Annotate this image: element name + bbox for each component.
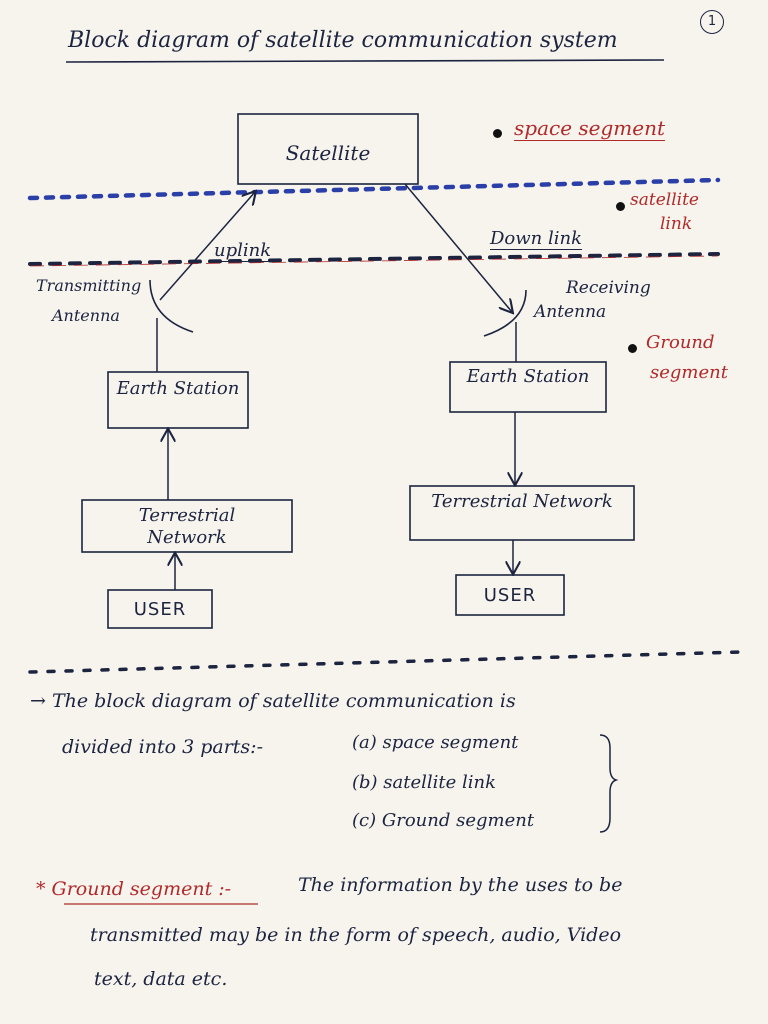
ground-text-line-2: transmitted may be in the form of speech… — [90, 924, 622, 946]
ground-text-line-1: The information by the uses to be — [298, 874, 623, 896]
earth-station-tx-box — [107, 371, 249, 429]
terrestrial-tx-label: Terrestrial Network — [138, 505, 236, 548]
part-c: (c) Ground segment — [352, 810, 535, 831]
receiving-antenna-dish — [483, 289, 527, 337]
intro-line-2: divided into 3 parts:- — [62, 736, 263, 758]
downlink-label: Down link — [490, 228, 583, 250]
ground-segment-note-line1: Ground — [646, 332, 715, 353]
title-underline — [65, 59, 665, 63]
part-a: (a) space segment — [352, 732, 519, 753]
satellite-link-boundary-line — [27, 177, 721, 201]
earth-station-tx-label: Earth Station — [116, 378, 240, 399]
satellite-link-note-line1: satellite — [630, 190, 699, 210]
section-separator-line — [28, 650, 742, 674]
satellite-link-bullet — [616, 202, 625, 211]
space-segment-note: space segment — [514, 116, 666, 141]
parts-brace — [599, 734, 619, 833]
diagram-title: Block diagram of satellite communication… — [68, 28, 618, 53]
tx-antenna-label-line1: Transmitting — [36, 276, 142, 295]
space-segment-bullet — [493, 129, 502, 138]
intro-line-1: → The block diagram of satellite communi… — [30, 690, 516, 712]
ground-segment-heading: * Ground segment :- — [36, 878, 232, 900]
earth-station-rx-box — [449, 361, 607, 413]
user-tx-box — [107, 589, 213, 629]
ground-boundary-red-line — [29, 255, 719, 267]
satellite-label: Satellite — [285, 141, 371, 165]
user-rx-label: USER — [483, 585, 537, 606]
ground-boundary-line — [28, 252, 720, 266]
tx-antenna-label-line2: Antenna — [52, 306, 120, 325]
page-number: 1 — [700, 10, 724, 34]
ground-text-line-3: text, data etc. — [94, 968, 228, 990]
rx-antenna-label-line1: Receiving — [566, 278, 651, 298]
earth-station-rx-label: Earth Station — [466, 366, 590, 387]
satellite-box — [237, 113, 419, 185]
uplink-arrow — [159, 192, 255, 301]
downlink-arrow — [404, 183, 512, 312]
ground-segment-bullet — [628, 344, 637, 353]
transmitting-antenna-dish — [149, 279, 194, 333]
uplink-label: uplink — [214, 240, 272, 262]
terrestrial-rx-label: Terrestrial Network — [431, 491, 613, 512]
terrestrial-tx-box — [81, 499, 293, 553]
ground-segment-note-line2: segment — [650, 362, 728, 383]
satellite-link-note-line2: link — [660, 214, 693, 234]
rx-antenna-label-line2: Antenna — [534, 302, 607, 322]
user-tx-label: USER — [133, 599, 187, 620]
part-b: (b) satellite link — [352, 772, 497, 793]
